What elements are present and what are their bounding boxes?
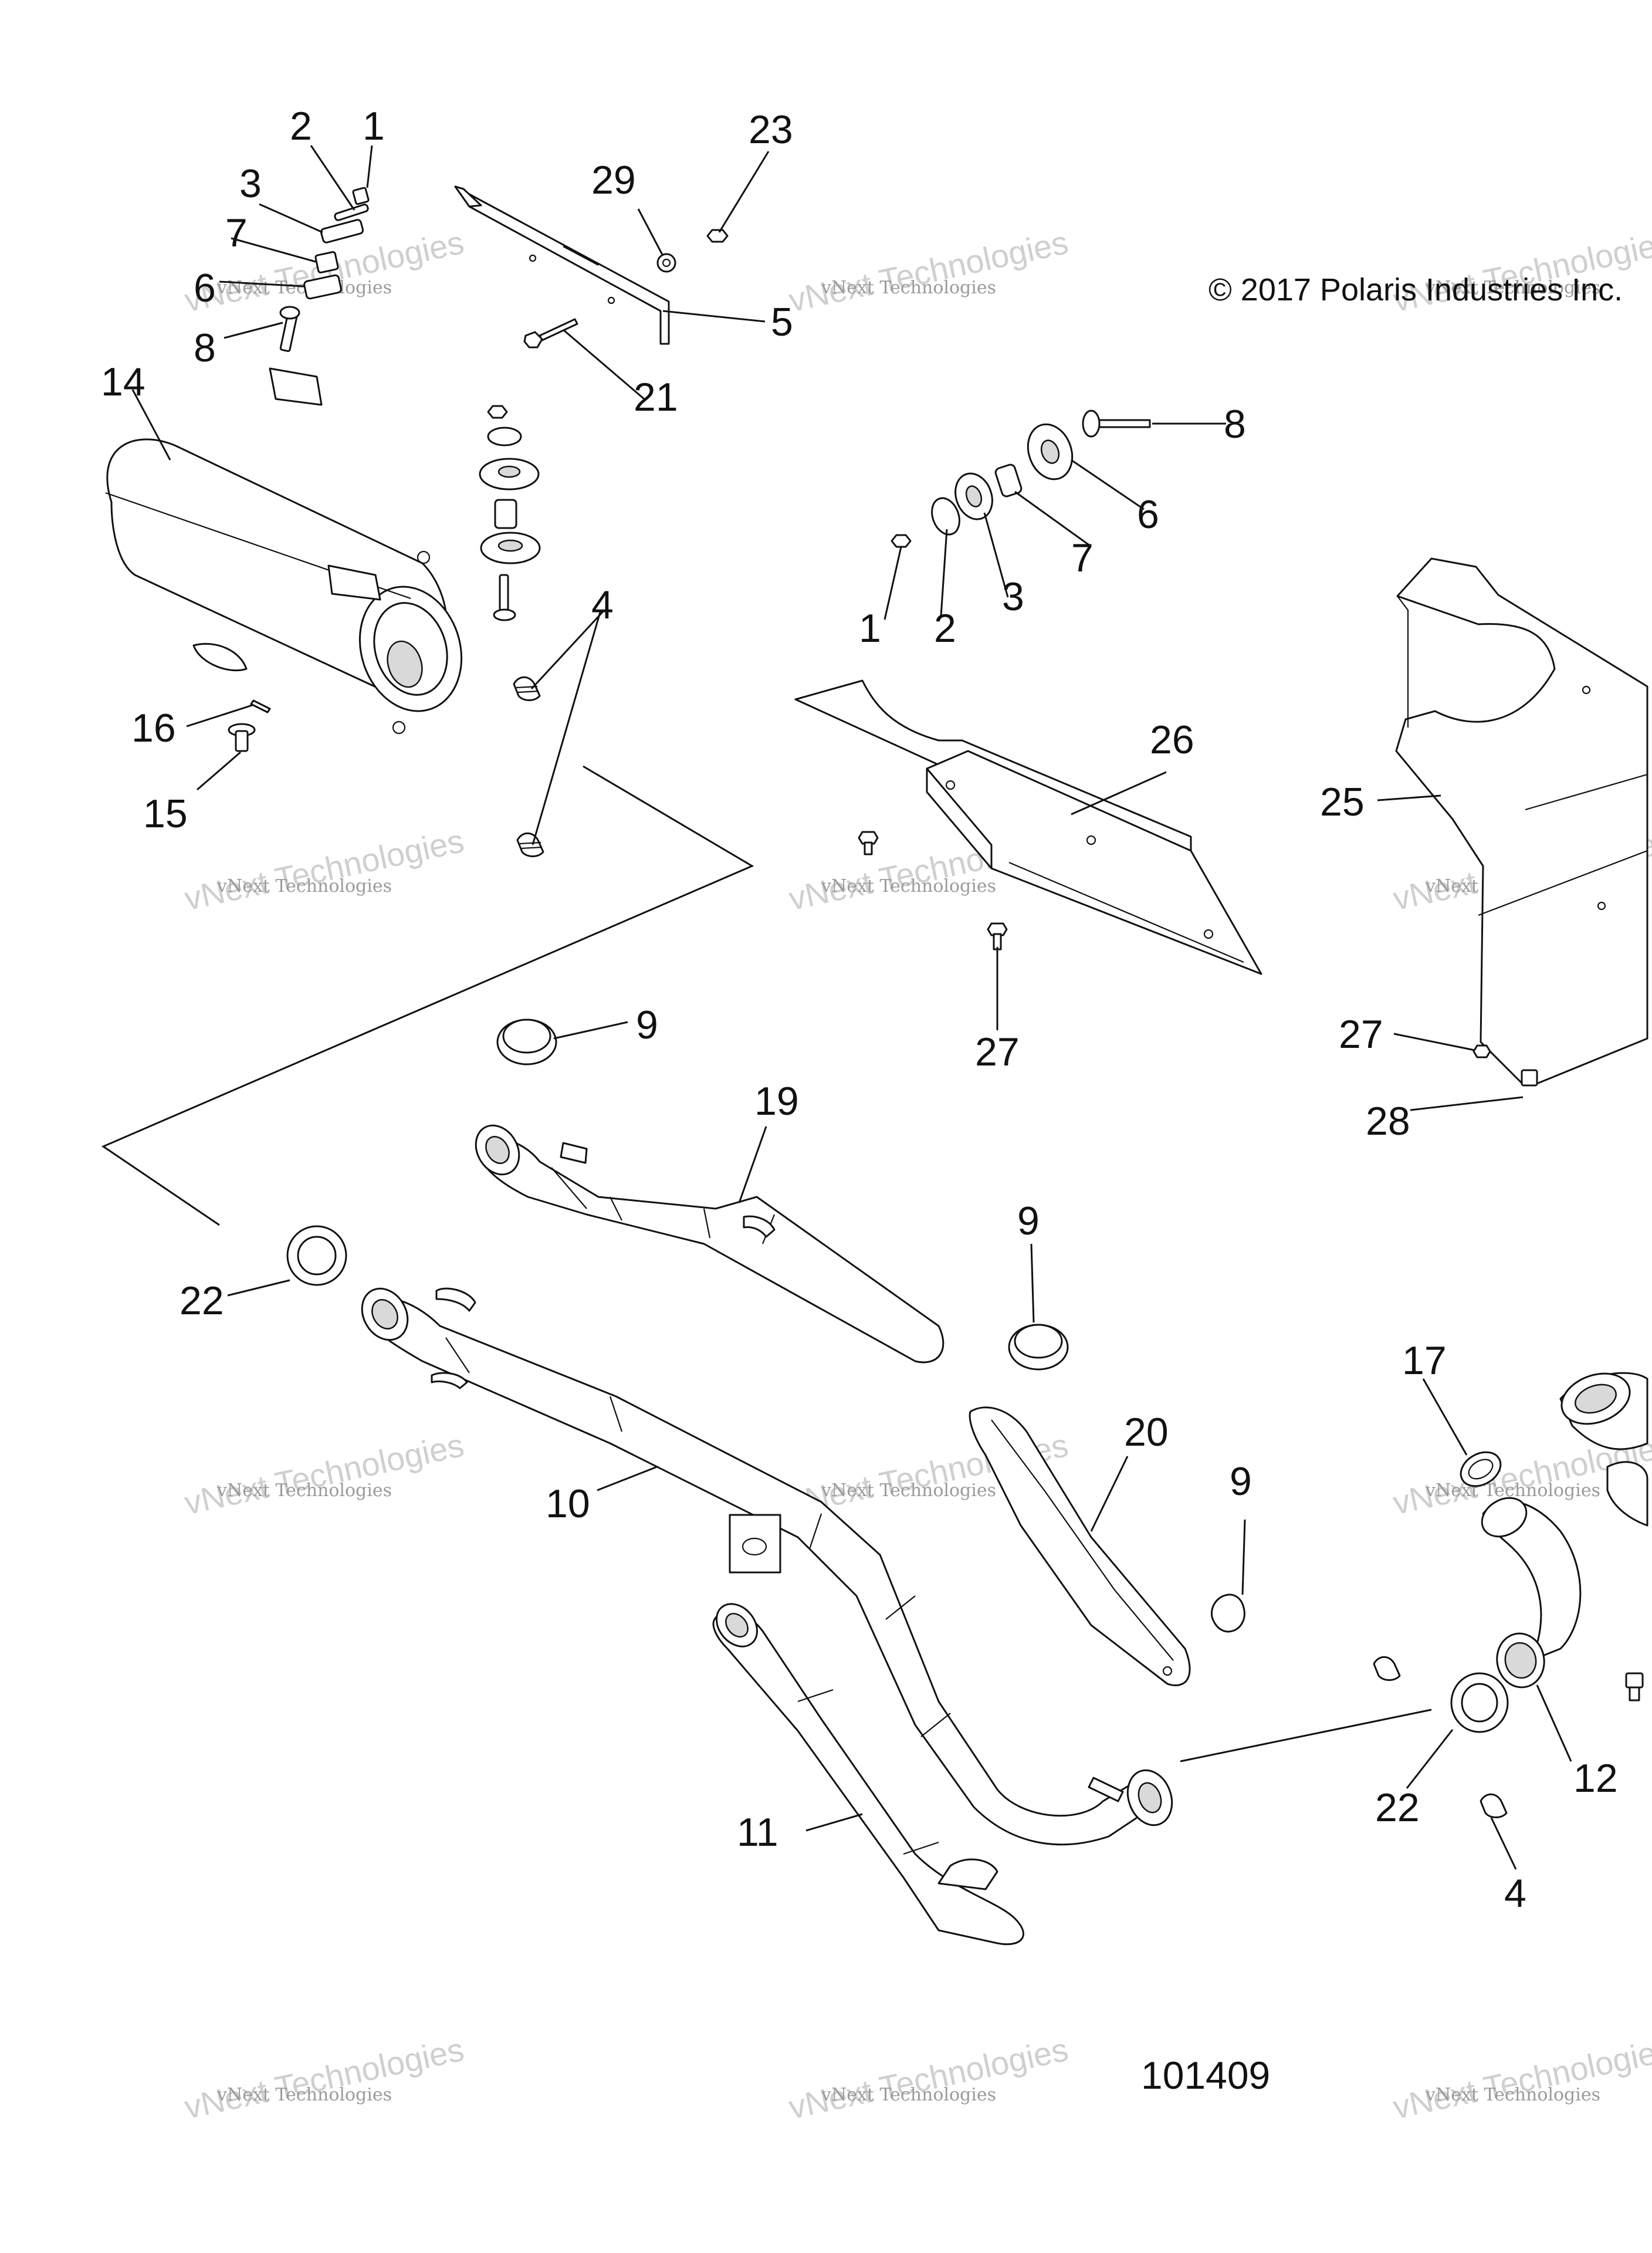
svg-text:vNext Technologies: vNext Technologies bbox=[181, 2031, 467, 2126]
head-pipe-10 bbox=[361, 1287, 1173, 1846]
hardware-row-right bbox=[891, 410, 1151, 548]
heat-shield-26 bbox=[794, 679, 1262, 975]
callout-25: 25 bbox=[1320, 780, 1365, 824]
watermark: vNext Technologies vNext Technologies bbox=[181, 2031, 467, 2126]
callout-3: 3 bbox=[1002, 574, 1024, 619]
callout-27: 27 bbox=[1339, 1012, 1383, 1057]
svg-text:vNext Technologies: vNext Technologies bbox=[1425, 278, 1600, 298]
gasket-22b bbox=[1450, 1672, 1509, 1733]
callout-20: 20 bbox=[1124, 1410, 1169, 1454]
callout-15: 15 bbox=[143, 791, 188, 836]
pin-16 bbox=[250, 699, 271, 713]
spring-4a bbox=[513, 676, 541, 701]
svg-text:vNext Technologies: vNext Technologies bbox=[821, 278, 996, 298]
callout-14: 14 bbox=[101, 360, 145, 404]
bolt-21 bbox=[523, 318, 578, 349]
assembly-outline bbox=[101, 765, 754, 1226]
callout-6: 6 bbox=[1137, 492, 1159, 537]
callout-26: 26 bbox=[1150, 718, 1194, 762]
callout-19: 19 bbox=[754, 1079, 799, 1124]
callout-9: 9 bbox=[1017, 1199, 1040, 1243]
callout-8: 8 bbox=[194, 326, 216, 370]
callout-29: 29 bbox=[591, 158, 636, 202]
screw-27c bbox=[1472, 1044, 1491, 1058]
callouts: 1 2 3 7 6 8 29 23 5 21 14 16 15 4 8 6 7 … bbox=[101, 104, 1618, 1916]
svg-text:vNext Technologies: vNext Technologies bbox=[786, 224, 1071, 319]
callout-1: 1 bbox=[363, 104, 385, 148]
spring-4d bbox=[1480, 1793, 1508, 1818]
callout-1: 1 bbox=[859, 606, 881, 651]
callout-27: 27 bbox=[975, 1030, 1020, 1074]
nut-23 bbox=[706, 229, 729, 243]
washer-29 bbox=[656, 253, 676, 273]
callout-9: 9 bbox=[636, 1003, 658, 1047]
muffler bbox=[105, 367, 463, 735]
clip-28 bbox=[1521, 1069, 1538, 1087]
callout-8: 8 bbox=[1224, 402, 1246, 446]
screw-27b bbox=[987, 922, 1008, 950]
svg-text:vNext Technologies: vNext Technologies bbox=[821, 2085, 996, 2105]
svg-text:vNext Technologies: vNext Technologies bbox=[181, 822, 467, 917]
clamp-9c bbox=[1211, 1594, 1245, 1633]
gasket-22a bbox=[286, 1225, 347, 1286]
manifold-right bbox=[1559, 1372, 1648, 1527]
callout-23: 23 bbox=[749, 107, 793, 152]
copyright-text: © 2017 Polaris Industries Inc. bbox=[1208, 272, 1623, 307]
watermark: vNext Technologies vNext Technologies bbox=[181, 822, 467, 917]
svg-text:vNext Technologies: vNext Technologies bbox=[181, 1426, 467, 1521]
callout-9: 9 bbox=[1230, 1459, 1252, 1504]
clamp-9a bbox=[496, 1019, 557, 1065]
svg-text:vNext Technologies: vNext Technologies bbox=[216, 876, 392, 897]
callout-7: 7 bbox=[1071, 536, 1094, 580]
callout-22: 22 bbox=[1375, 1785, 1420, 1830]
callout-12: 12 bbox=[1573, 1756, 1618, 1801]
pipe-12 bbox=[1481, 1497, 1582, 1689]
figure-number: 101409 bbox=[1141, 2054, 1270, 2097]
callout-10: 10 bbox=[546, 1481, 590, 1526]
callout-11: 11 bbox=[737, 1810, 778, 1855]
watermark: vNext Technologies vNext Technologies bbox=[1390, 2031, 1652, 2126]
screw-27a bbox=[858, 831, 879, 855]
callout-7: 7 bbox=[225, 211, 248, 255]
callout-5: 5 bbox=[771, 300, 793, 344]
screw-right-edge bbox=[1625, 1672, 1644, 1701]
watermarks: vNext Technologies vNext Technologies vN… bbox=[181, 224, 1652, 2126]
leader-lines bbox=[131, 145, 1572, 1870]
callout-21: 21 bbox=[634, 375, 678, 420]
watermark: vNext Technologies vNext Technologies bbox=[181, 1426, 467, 1521]
svg-text:vNext Technologies: vNext Technologies bbox=[216, 1480, 392, 1501]
heat-shield-20 bbox=[969, 1406, 1191, 1686]
svg-text:vNext Technologies: vNext Technologies bbox=[821, 1480, 996, 1501]
callout-3: 3 bbox=[239, 161, 262, 206]
watermark: vNext Technologies vNext Technologies bbox=[786, 224, 1071, 319]
callout-4: 4 bbox=[1504, 1871, 1526, 1916]
spring-4b bbox=[516, 832, 544, 857]
gasket-17 bbox=[1460, 1451, 1502, 1487]
callout-16: 16 bbox=[131, 706, 176, 750]
callout-28: 28 bbox=[1366, 1099, 1410, 1144]
callout-6: 6 bbox=[194, 266, 216, 310]
svg-text:vNext Technologies: vNext Technologies bbox=[216, 2085, 392, 2105]
svg-text:vNext Technologies: vNext Technologies bbox=[821, 876, 996, 897]
svg-text:vNext Technologies: vNext Technologies bbox=[1390, 2031, 1652, 2126]
hardware-stack-top-left bbox=[279, 187, 370, 352]
muffler-heat-shield-bracket bbox=[454, 185, 670, 345]
spring-4c bbox=[1373, 1656, 1401, 1681]
clamp-9b bbox=[1008, 1324, 1069, 1371]
watermark: vNext Technologies vNext Technologies bbox=[786, 2031, 1071, 2126]
callout-17: 17 bbox=[1402, 1338, 1447, 1383]
callout-22: 22 bbox=[180, 1278, 224, 1323]
callout-4: 4 bbox=[591, 583, 614, 627]
pipe-11 bbox=[712, 1603, 1024, 1946]
isolator-stack-center bbox=[479, 405, 541, 621]
callout-2: 2 bbox=[934, 606, 956, 651]
svg-text:vNext Technologies: vNext Technologies bbox=[786, 2031, 1071, 2126]
svg-text:vNext Technologies: vNext Technologies bbox=[1425, 2085, 1600, 2105]
pipe-19 bbox=[475, 1124, 945, 1364]
callout-2: 2 bbox=[290, 104, 312, 148]
fastener-15 bbox=[228, 723, 256, 752]
heat-shield-25 bbox=[1395, 557, 1648, 1084]
